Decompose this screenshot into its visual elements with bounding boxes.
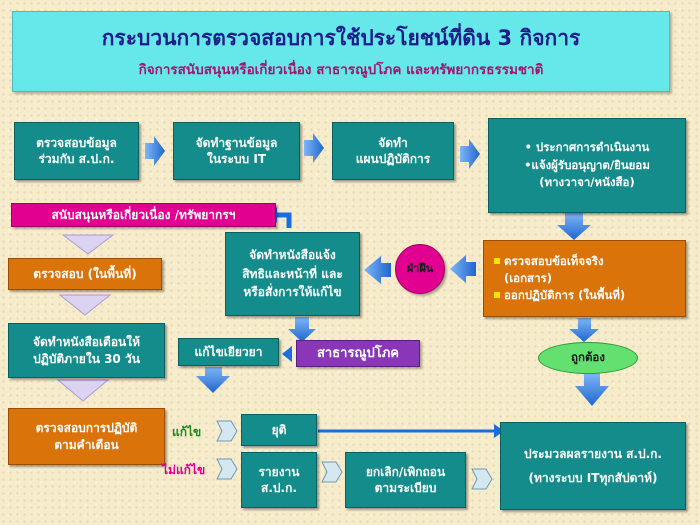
box-line: ตรวจสอบการปฏิบัติ (35, 421, 138, 436)
title-banner: กระบวนการตรวจสอบการใช้ประโยชน์ที่ดิน 3 ก… (12, 11, 670, 92)
box-line: ยุติ (271, 422, 287, 437)
step-verify-data: ตรวจสอบข้อมูล ร่วมกับ ส.ป.ก. (14, 122, 139, 180)
box-line: ยกเลิก/เพิกถอน (365, 464, 446, 479)
box-line: ปฏิบัติภายใน 30 วัน (33, 351, 140, 366)
box-line: ประมวลผลรายงาน ส.ป.ก. (524, 447, 662, 461)
box-line: ตรวจสอบ (ในพื้นที่) (33, 266, 137, 281)
step-notify-rights: จัดทำหนังสือแจ้ง สิทธิและหน้าที่ และ หรื… (225, 232, 360, 316)
connector-line (277, 212, 292, 228)
box-line: (เอกสาร) (504, 270, 552, 285)
chevron-right-icon (216, 458, 238, 480)
arrow-left (364, 256, 391, 284)
step-process-report: ประมวลผลรายงาน ส.ป.ก. (ทางระบบ ITทุกสัปด… (500, 422, 686, 510)
step-field-inspection: ตรวจสอบ (ในพื้นที่) (8, 258, 162, 290)
box-line: แก้ไขเยียวยา (194, 344, 263, 359)
box-line: แผนปฏิบัติการ (355, 152, 431, 166)
box-line: ในระบบ IT (206, 152, 266, 166)
arrow-right (460, 139, 480, 169)
box-line: จัดทำฐานข้อมูล (195, 135, 278, 150)
step-action-plan: จัดทำ แผนปฏิบัติการ (332, 122, 454, 180)
box-line: หรือสั่งการให้แก้ไข (243, 285, 342, 300)
box-line: ฝ่าฝืน (406, 261, 434, 275)
page-subtitle: กิจการสนับสนุนหรือเกี่ยวเนื่อง สาธารณูปโ… (138, 61, 544, 78)
box-line: • ประกาศการดำเนินงาน (524, 139, 650, 154)
correct-oval: ถูกต้อง (538, 342, 638, 374)
step-revoke: ยกเลิก/เพิกถอน ตามระเบียบ (345, 452, 466, 508)
fixed-label: แก้ไข (172, 425, 202, 439)
box-line: จัดทำหนังสือเตือนให้ (32, 335, 141, 350)
arrow-right (494, 424, 504, 438)
remedy-label: แก้ไขเยียวยา (178, 338, 279, 366)
box-line: ตรวจสอบข้อเท็จจริง (504, 253, 604, 268)
box-line: สิทธิและหน้าที่ และ (242, 266, 343, 281)
arrow-left (282, 346, 292, 362)
box-line: จัดทำหนังสือแจ้ง (249, 248, 336, 263)
arrow-down (61, 234, 115, 255)
box-line: สนับสนุนหรือเกี่ยวเนื่อง /ทรัพยากรฯ (51, 207, 236, 222)
bullet-icon (494, 257, 500, 264)
violate-circle: ฝ่าฝืน (395, 244, 445, 294)
step-stop: ยุติ (241, 414, 317, 446)
arrow-down (196, 367, 230, 393)
bullet-item: ตรวจสอบข้อเท็จจริง (494, 253, 604, 270)
bullet-icon (494, 292, 500, 299)
arrow-down (557, 213, 591, 240)
box-line: ตามคำเตือน (54, 437, 119, 452)
support-resources-banner: สนับสนุนหรือเกี่ยวเนื่อง /ทรัพยากรฯ (11, 203, 276, 227)
box-line: ถูกต้อง (571, 350, 605, 365)
box-line: ตามระเบียบ (374, 481, 437, 495)
box-line: ออกปฏิบัติการ (ในพื้นที่) (504, 288, 626, 303)
box-line: •แจ้งผู้รับอนุญาต/ยินยอม (524, 157, 650, 172)
chevron-right-icon (216, 420, 238, 442)
page-title: กระบวนการตรวจสอบการใช้ประโยชน์ที่ดิน 3 ก… (101, 26, 581, 51)
box-line: (ทางระบบ ITทุกสัปดาห์) (528, 471, 658, 485)
chevron-right-icon (471, 468, 493, 490)
box-line: รายงาน (258, 464, 300, 479)
public-utility-banner: สาธารณูปโภค (296, 340, 420, 367)
step-check-compliance: ตรวจสอบการปฏิบัติ ตามคำเตือน (8, 408, 165, 465)
arrow-down (569, 318, 599, 342)
box-line: จัดทำ (378, 135, 408, 150)
box-line: ตรวจสอบข้อมูล (36, 135, 117, 150)
arrow-right (145, 136, 165, 166)
box-line: ส.ป.ก. (261, 481, 297, 495)
not-fixed-label: ไม่แก้ไข (162, 463, 206, 477)
arrow-down (575, 373, 609, 406)
bullet-item: ออกปฏิบัติการ (ในพื้นที่) (494, 287, 625, 304)
step-announce: • ประกาศการดำเนินงาน •แจ้งผู้รับอนุญาต/ย… (488, 118, 686, 213)
chevron-right-icon (321, 461, 343, 483)
box-line: (ทางวาจา/หนังสือ) (539, 175, 635, 190)
step-it-database: จัดทำฐานข้อมูล ในระบบ IT (173, 122, 300, 180)
arrow-down (58, 294, 112, 316)
arrow-down (288, 317, 316, 342)
box-line: สาธารณูปโภค (316, 345, 399, 361)
arrow-right (304, 133, 324, 163)
arrow-down (56, 379, 110, 402)
arrow-left (450, 255, 476, 283)
step-warning-letter: จัดทำหนังสือเตือนให้ ปฏิบัติภายใน 30 วัน (8, 323, 165, 378)
box-line: ร่วมกับ ส.ป.ก. (38, 152, 115, 166)
step-report-alro: รายงาน ส.ป.ก. (241, 452, 317, 508)
step-fact-check: ตรวจสอบข้อเท็จจริง (เอกสาร) ออกปฏิบัติกา… (483, 240, 686, 317)
